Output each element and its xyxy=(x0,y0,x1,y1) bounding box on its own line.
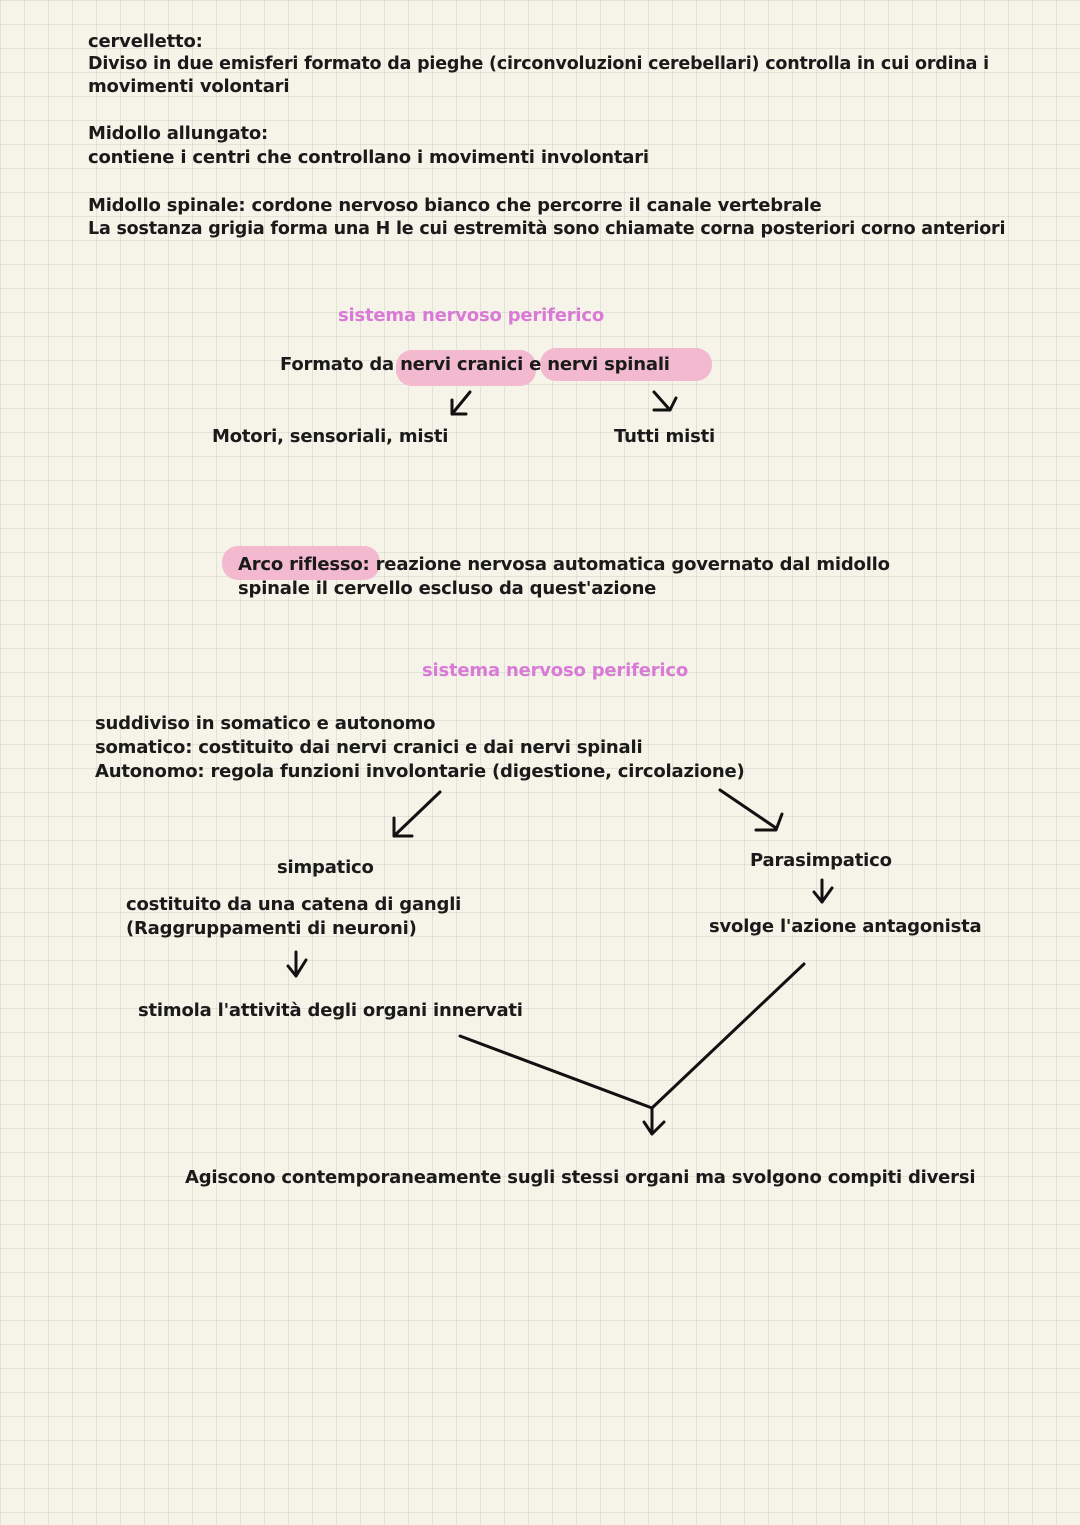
snp-autonomo: Autonomo: regola funzioni involontarie (… xyxy=(95,761,745,782)
arco-line-2: spinale il cervello escluso da quest'azi… xyxy=(238,578,657,599)
arrow-down-parasimpatico-icon xyxy=(812,878,834,904)
formed-nervi-spinali: nervi spinali xyxy=(547,354,670,375)
snp-title-2: sistema nervoso periferico xyxy=(422,660,688,681)
snp-subdivision: suddiviso in somatico e autonomo xyxy=(95,713,436,734)
formed-nervi-cranici: nervi cranici xyxy=(400,354,524,375)
cervelletto-line-2: movimenti volontari xyxy=(88,76,290,97)
spinal-nerves-types: Tutti misti xyxy=(614,426,715,447)
midollo-allungato-heading: Midollo allungato: xyxy=(88,123,269,144)
arrow-down-right-icon xyxy=(652,390,678,412)
simpatico-effect: stimola l'attività degli organi innervat… xyxy=(138,1000,523,1021)
highlight-arco-riflesso xyxy=(222,546,380,580)
arco-line-1: Arco riflesso: reazione nervosa automati… xyxy=(238,553,890,577)
midollo-spinale-line-2: La sostanza grigia forma una H le cui es… xyxy=(88,219,1006,239)
arrow-to-simpatico-icon xyxy=(392,790,442,838)
simpatico-desc-1: costituito da una catena di gangli xyxy=(126,894,462,915)
cervelletto-line-1: Diviso in due emisferi formato da pieghe… xyxy=(88,54,989,74)
formed-e: e xyxy=(523,354,548,375)
snp-title-1: sistema nervoso periferico xyxy=(338,305,604,326)
arco-term: Arco riflesso: xyxy=(238,554,370,575)
conclusion: Agiscono contemporaneamente sugli stessi… xyxy=(185,1167,976,1188)
arrow-to-parasimpatico-icon xyxy=(718,788,784,832)
arrow-down-simpatico-icon xyxy=(286,950,308,978)
simpatico-label: simpatico xyxy=(277,857,374,878)
midollo-spinale-line-1: Midollo spinale: cordone nervoso bianco … xyxy=(88,195,822,216)
midollo-allungato-line-1: contiene i centri che controllano i movi… xyxy=(88,147,649,168)
cranial-nerves-types: Motori, sensoriali, misti xyxy=(212,426,449,447)
cervelletto-heading: cervelletto: xyxy=(88,31,203,52)
highlight-nervi-spinali xyxy=(540,348,712,381)
arco-definition: reazione nervosa automatica governato da… xyxy=(369,554,890,575)
snp-somatico: somatico: costituito dai nervi cranici e… xyxy=(95,737,643,758)
parasimpatico-label: Parasimpatico xyxy=(750,850,892,871)
converging-arrow-icon xyxy=(458,962,806,1136)
highlight-nervi-cranici xyxy=(396,350,536,386)
formed-prefix: Formato da xyxy=(280,354,401,375)
arrow-down-left-icon xyxy=(450,390,472,416)
simpatico-desc-2: (Raggruppamenti di neuroni) xyxy=(126,918,417,939)
snp-formed-line: Formato da nervi cranici e nervi spinali xyxy=(280,353,670,377)
parasimpatico-effect: svolge l'azione antagonista xyxy=(709,916,982,937)
